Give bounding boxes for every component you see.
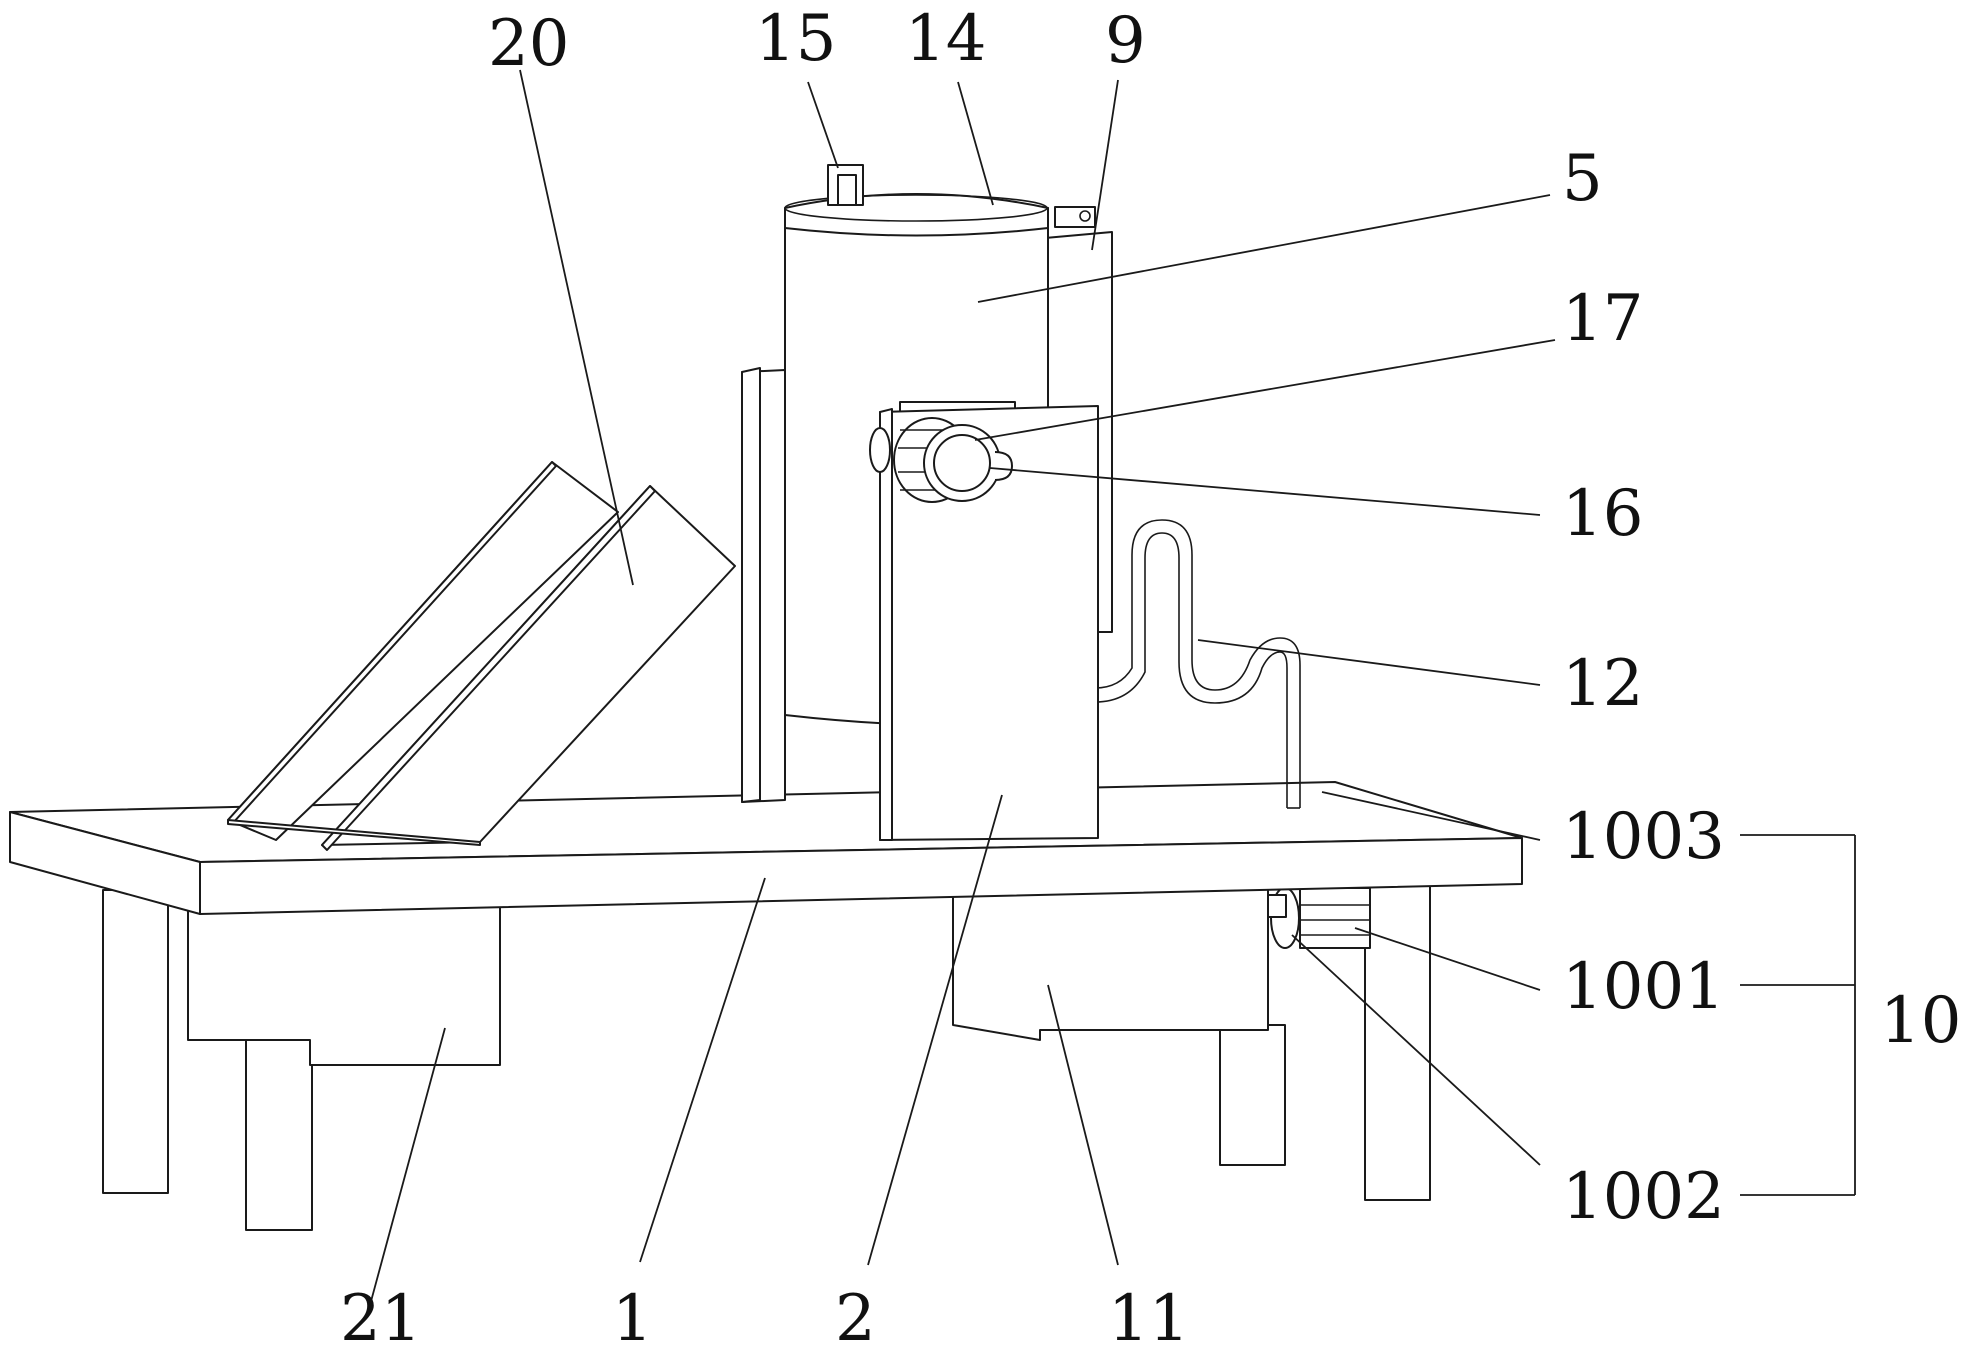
label-14: 14 — [905, 2, 986, 76]
label-17: 17 — [1562, 282, 1643, 356]
label-16: 16 — [1562, 477, 1643, 551]
label-1002: 1002 — [1562, 1160, 1725, 1234]
label-5: 5 — [1562, 142, 1603, 216]
chute-20 — [228, 462, 735, 850]
handle-15 — [828, 165, 863, 205]
back-plate — [742, 368, 785, 802]
label-9: 9 — [1105, 4, 1146, 78]
label-1001: 1001 — [1562, 950, 1725, 1024]
collection-box-21 — [188, 905, 500, 1065]
label-12: 12 — [1562, 647, 1643, 721]
label-15: 15 — [755, 2, 836, 76]
label-10: 10 — [1880, 984, 1961, 1058]
pipe-12 — [1095, 520, 1300, 808]
label-1003: 1003 — [1562, 800, 1725, 874]
fan-assembly-10 — [1268, 888, 1370, 948]
label-21: 21 — [340, 1282, 421, 1350]
label-1: 1 — [612, 1282, 653, 1350]
box-11 — [953, 880, 1268, 1040]
label-11: 11 — [1108, 1282, 1189, 1350]
label-2: 2 — [835, 1282, 876, 1350]
label-20: 20 — [488, 7, 569, 81]
